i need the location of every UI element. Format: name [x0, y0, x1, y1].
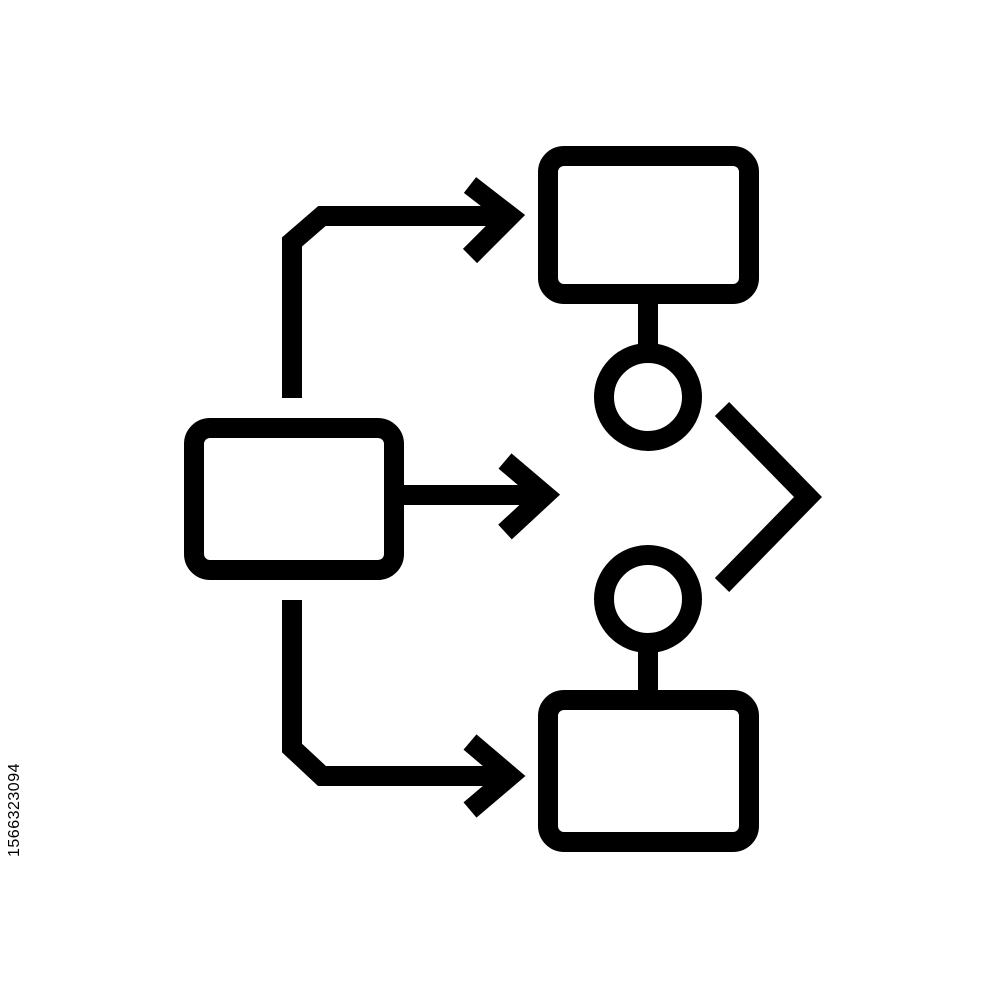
stock-id-watermark: 1566323094 — [0, 620, 30, 1000]
lower-arrow-head — [463, 734, 526, 818]
source-box — [184, 418, 404, 580]
lower-flow-path — [282, 600, 510, 786]
upper-arrow-head — [462, 177, 526, 264]
top-circle-node — [594, 343, 702, 451]
bottom-circle-node — [594, 545, 702, 653]
stock-id-text: 1566323094 — [6, 763, 24, 857]
middle-arrow-head — [498, 453, 561, 540]
upper-flow-path — [282, 206, 510, 398]
bottom-target-box — [538, 690, 759, 852]
top-target-box — [538, 146, 759, 304]
icon-strokes — [184, 146, 822, 852]
chevron-right-icon — [714, 402, 822, 592]
